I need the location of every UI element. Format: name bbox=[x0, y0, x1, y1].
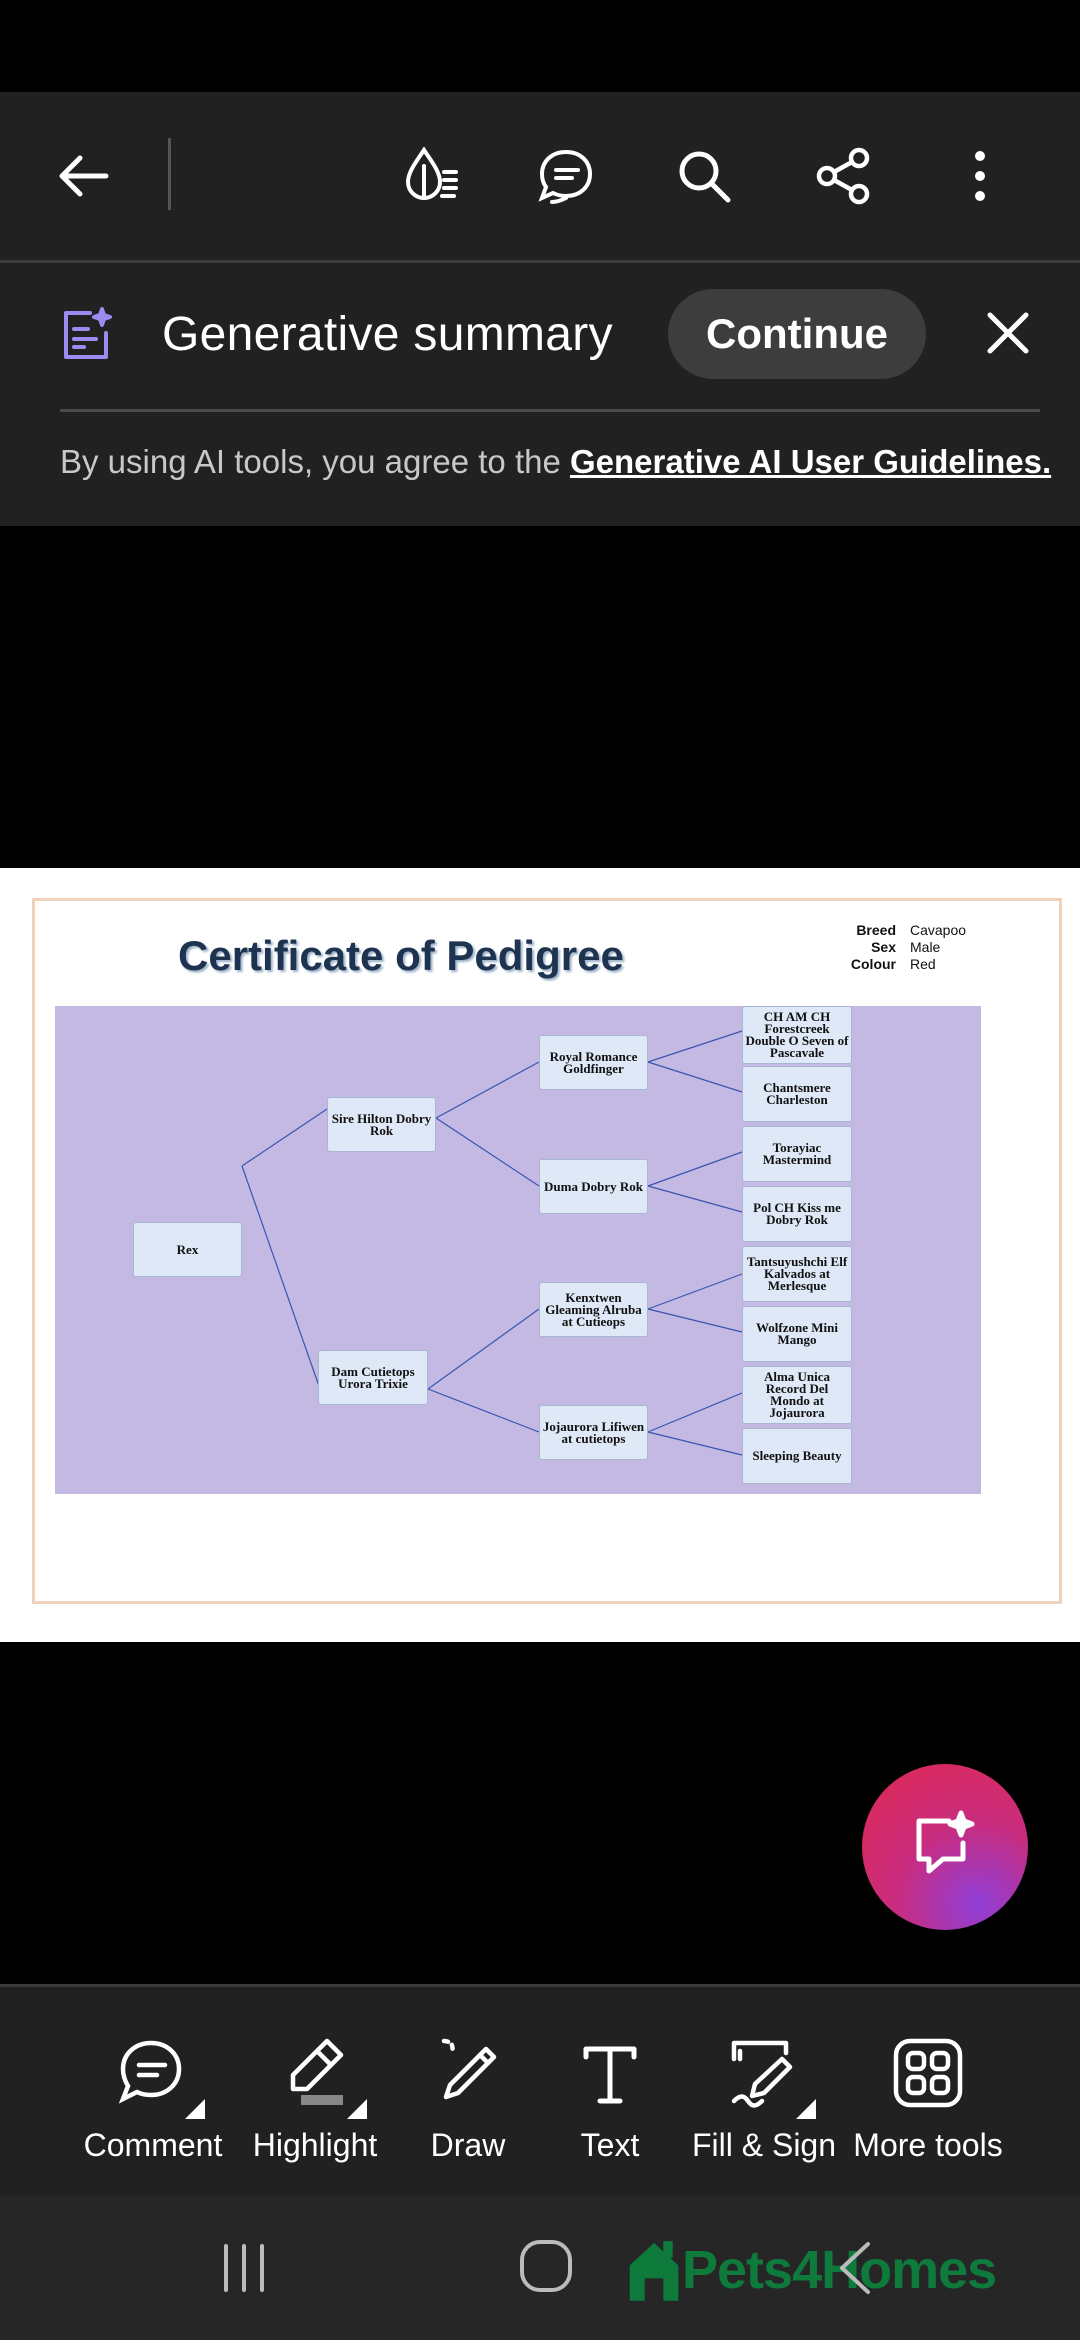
recent-apps-icon[interactable] bbox=[216, 2240, 272, 2296]
liquid-mode-icon[interactable] bbox=[386, 132, 474, 220]
connector bbox=[435, 1117, 540, 1187]
meta-row-breed: Breed Cavapoo bbox=[820, 922, 966, 939]
pedigree-connectors bbox=[241, 1030, 743, 1456]
pedigree-node-great-grandparent: Sleeping Beauty bbox=[742, 1428, 852, 1484]
banner-divider bbox=[60, 409, 1040, 412]
comment-icon bbox=[115, 2035, 205, 2119]
meta-value: Male bbox=[910, 939, 941, 955]
pedigree-node-sire: Sire Hilton Dobry Rok bbox=[327, 1097, 436, 1152]
banner-title: Generative summary bbox=[162, 308, 613, 361]
page-border bbox=[32, 898, 1062, 1604]
pedigree-node-root: Rex bbox=[133, 1222, 242, 1277]
tool-label: More tools bbox=[853, 2127, 1003, 2163]
watermark-logo: Pets4Homes bbox=[626, 2230, 997, 2310]
pedigree-node-great-grandparent: Wolfzone Mini Mango bbox=[742, 1306, 852, 1362]
pedigree-node-dam: Dam Cutietops Urora Trixie bbox=[318, 1350, 428, 1405]
back-nav-icon[interactable] bbox=[830, 2238, 880, 2298]
certificate-title: Certificate of Pedigree bbox=[178, 932, 624, 979]
tool-draw[interactable]: Draw bbox=[408, 1987, 528, 2199]
pedigree-node-grandparent: Royal Romance Goldfinger bbox=[539, 1035, 648, 1090]
system-nav-bar: Pets4Homes bbox=[0, 2196, 1080, 2340]
top-toolbar bbox=[0, 92, 1080, 260]
meta-key: Breed bbox=[856, 922, 896, 938]
connector bbox=[435, 1061, 540, 1119]
meta-row-colour: Colour Red bbox=[820, 956, 966, 973]
comment-list-icon[interactable] bbox=[522, 132, 610, 220]
connector bbox=[427, 1388, 540, 1433]
ai-chat-sparkle-icon bbox=[916, 1810, 975, 1874]
guidelines-link[interactable]: Generative AI User Guidelines. bbox=[570, 443, 1052, 480]
connector bbox=[647, 1392, 743, 1433]
tool-label: Draw bbox=[430, 2127, 506, 2163]
tool-label: Text bbox=[580, 2127, 640, 2163]
tool-highlight[interactable]: Highlight bbox=[236, 1987, 394, 2199]
connector bbox=[647, 1308, 743, 1333]
meta-value: Cavapoo bbox=[910, 922, 967, 938]
fill-sign-icon bbox=[726, 2035, 816, 2119]
connector bbox=[647, 1273, 743, 1310]
text-icon bbox=[572, 2035, 648, 2111]
tool-comment[interactable]: Comment bbox=[70, 1987, 236, 2199]
connector bbox=[647, 1151, 743, 1187]
ai-assistant-button[interactable] bbox=[862, 1764, 1028, 1930]
connector bbox=[647, 1431, 743, 1456]
document-page[interactable]: Certificate of Pedigree Breed Cavapoo Sex… bbox=[0, 868, 1080, 1642]
connector bbox=[647, 1185, 743, 1213]
generative-summary-banner: Generative summary Continue By using AI … bbox=[0, 263, 1080, 526]
connector bbox=[647, 1030, 743, 1063]
share-icon[interactable] bbox=[799, 132, 887, 220]
connector bbox=[647, 1061, 743, 1093]
pedigree-node-grandparent: Jojaurora Lifiwen at cutietops bbox=[539, 1405, 648, 1460]
dog-details: Breed Cavapoo Sex Male Colour Red bbox=[820, 922, 966, 973]
tool-label: Fill & Sign bbox=[691, 2127, 837, 2163]
connector bbox=[241, 1108, 328, 1167]
ai-summary-icon bbox=[56, 305, 116, 365]
tool-more-tools[interactable]: More tools bbox=[848, 1987, 1008, 2199]
toolbar-divider bbox=[0, 260, 1080, 263]
pedigree-node-great-grandparent: Pol CH Kiss me Dobry Rok bbox=[742, 1186, 852, 1242]
watermark-house-icon bbox=[629, 2241, 679, 2301]
watermark-text: Pets4Homes bbox=[682, 2240, 997, 2300]
more-vert-icon[interactable] bbox=[936, 132, 1024, 220]
continue-button[interactable]: Continue bbox=[668, 289, 926, 379]
bottom-tools-bar: Comment Highlight Draw Text Fill & Sign … bbox=[0, 1984, 1080, 2196]
close-icon[interactable] bbox=[976, 301, 1040, 365]
tool-text[interactable]: Text bbox=[552, 1987, 668, 2199]
guidelines-prefix: By using AI tools, you agree to the bbox=[60, 443, 570, 480]
tool-fill-sign[interactable]: Fill & Sign bbox=[690, 1987, 838, 2199]
pedigree-node-grandparent: Kenxtwen Gleaming Alruba at Cutieops bbox=[539, 1282, 648, 1337]
more-tools-icon bbox=[890, 2035, 966, 2111]
meta-row-sex: Sex Male bbox=[820, 939, 966, 956]
pedigree-node-great-grandparent: Chantsmere Charleston bbox=[742, 1066, 852, 1122]
pedigree-node-great-grandparent: CH AM CH Forestcreek Double O Seven of P… bbox=[742, 1006, 852, 1064]
pedigree-node-grandparent: Duma Dobry Rok bbox=[539, 1159, 648, 1214]
meta-key: Sex bbox=[871, 939, 896, 955]
tool-label: Highlight bbox=[252, 2127, 378, 2163]
guidelines-text: By using AI tools, you agree to the Gene… bbox=[60, 443, 1051, 481]
pedigree-node-great-grandparent: Tantsuyushchi Elf Kalvados at Merlesque bbox=[742, 1246, 852, 1302]
tool-label: Comment bbox=[83, 2127, 223, 2163]
home-icon[interactable] bbox=[516, 2236, 576, 2296]
meta-value: Red bbox=[910, 956, 936, 972]
draw-icon bbox=[430, 2035, 506, 2111]
connector bbox=[241, 1165, 321, 1390]
search-icon[interactable] bbox=[660, 132, 748, 220]
pedigree-node-great-grandparent: Alma Unica Record Del Mondo at Jojaurora bbox=[742, 1366, 852, 1424]
pedigree-node-great-grandparent: Torayiac Mastermind bbox=[742, 1126, 852, 1182]
highlight-icon bbox=[277, 2035, 367, 2119]
toolbar-separator bbox=[168, 138, 171, 210]
connector bbox=[427, 1308, 540, 1390]
meta-key: Colour bbox=[850, 956, 896, 972]
back-arrow-icon[interactable] bbox=[40, 132, 128, 220]
